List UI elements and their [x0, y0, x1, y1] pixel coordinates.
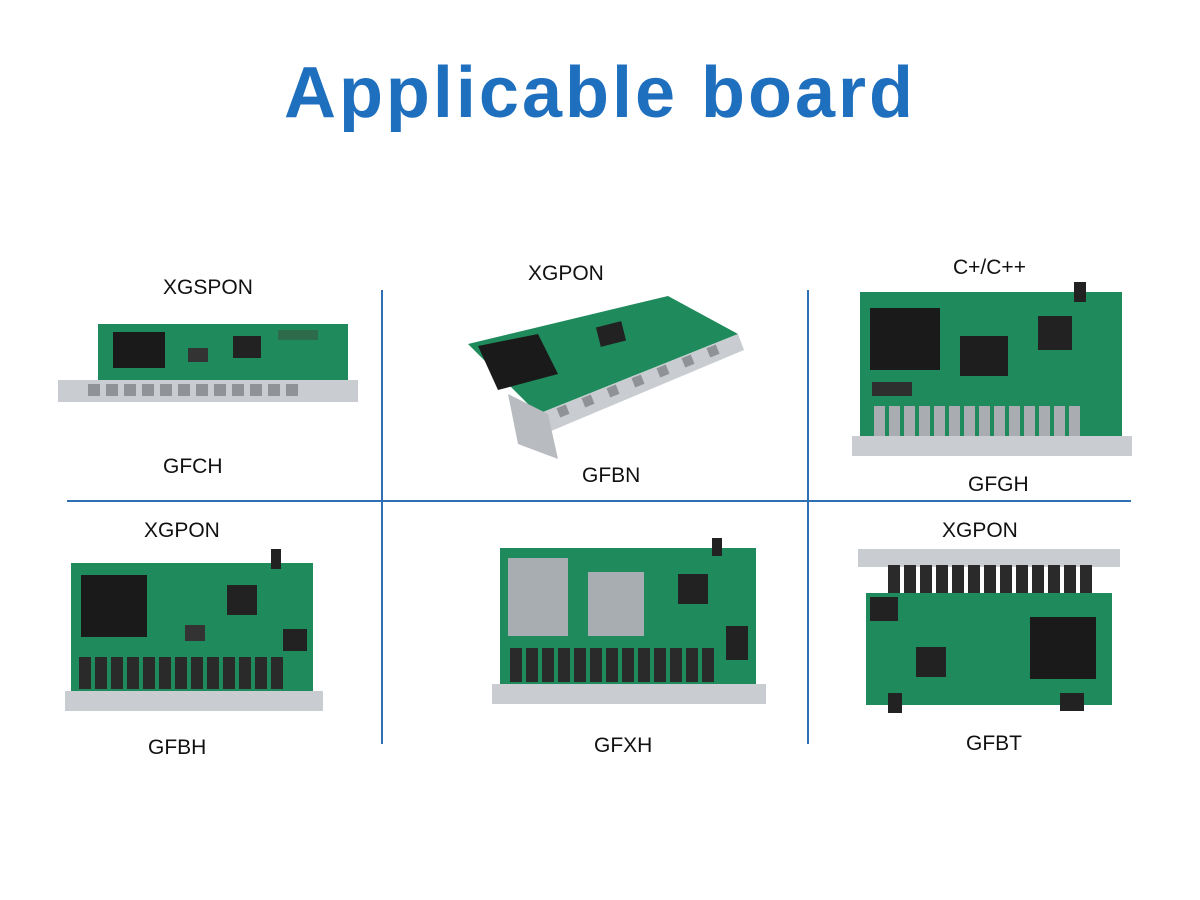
board-name-label: GFBN	[582, 464, 641, 487]
gfch-board-image	[58, 324, 358, 402]
board-name-label: GFBT	[966, 732, 1022, 755]
board-name-label: GFBH	[148, 736, 207, 759]
board-type-label: XGPON	[942, 519, 1018, 542]
gfgh-board-image	[852, 282, 1132, 456]
board-type-label: XGSPON	[163, 276, 253, 299]
board-type-label: C+/C++	[953, 256, 1026, 279]
gfbh-board-image	[65, 549, 323, 711]
divider-horizontal	[67, 500, 1131, 502]
gfbn-board-image	[468, 296, 744, 459]
board-name-label: GFGH	[968, 473, 1029, 496]
gfbt-board-image	[858, 549, 1120, 713]
page-title: Applicable board	[283, 53, 917, 133]
gfxh-board-image	[492, 538, 766, 704]
board-name-label: GFCH	[163, 455, 223, 478]
divider-vertical-right	[807, 290, 809, 744]
board-type-label: XGPON	[528, 262, 604, 285]
board-type-label: XGPON	[144, 519, 220, 542]
divider-vertical-left	[381, 290, 383, 744]
board-name-label: GFXH	[594, 734, 653, 757]
